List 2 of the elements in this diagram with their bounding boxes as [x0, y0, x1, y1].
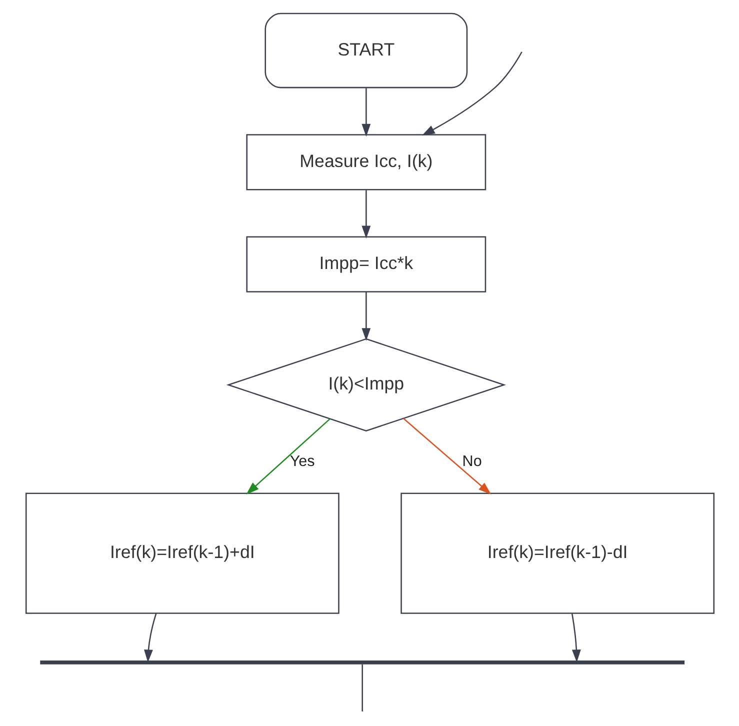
edge-label: No	[462, 453, 482, 470]
edge-label: Yes	[289, 453, 314, 470]
